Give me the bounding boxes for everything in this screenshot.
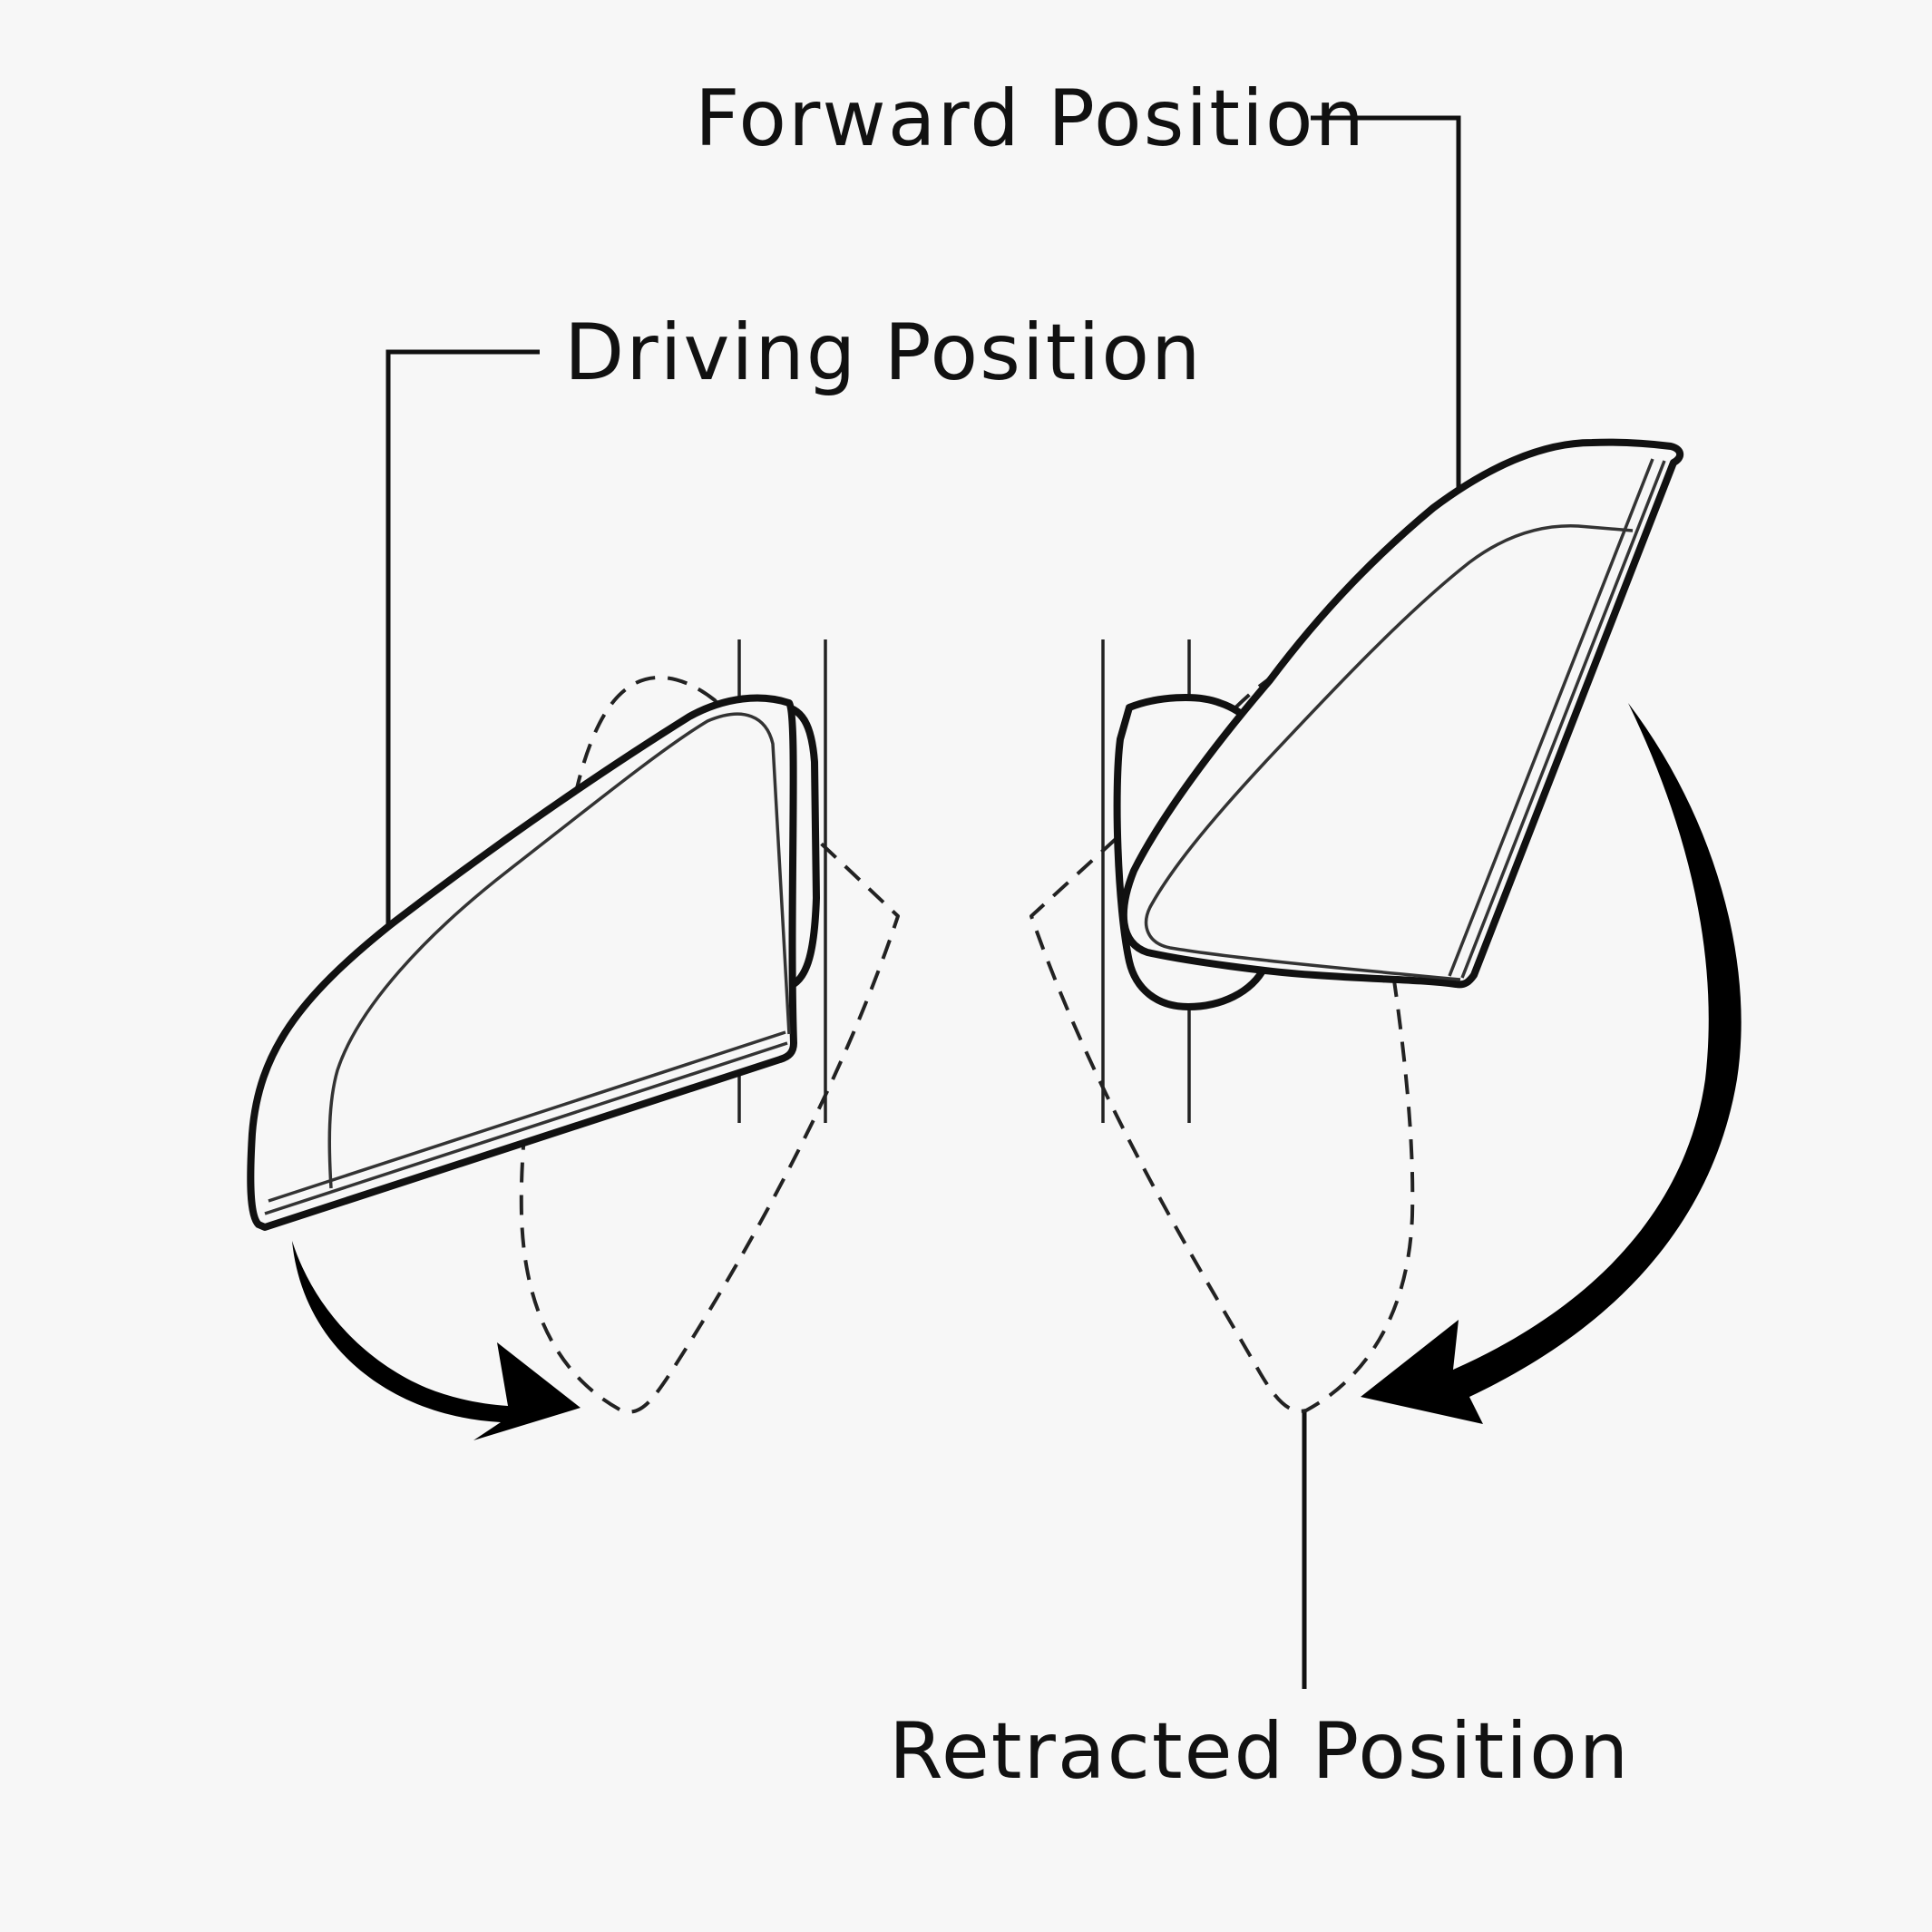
left-mirror-bottom-edge-2 [268, 1030, 786, 1203]
left-mirror-glass-edge [327, 712, 791, 1189]
forward-leader-line [1311, 115, 1461, 503]
right-mirror-side-edge [1460, 460, 1666, 979]
retracted-position-label: Retracted Position [889, 1706, 1630, 1797]
forward-position-label: Forward Position [695, 73, 1366, 164]
left-retracted-outline [519, 675, 900, 1414]
left-mirror-housing [247, 694, 797, 1231]
left-mirror-bottom-edge [264, 1041, 788, 1215]
right-mirror-glass-edge [1144, 524, 1634, 981]
left-fold-arrow-icon [292, 1241, 581, 1440]
right-fold-arrow-icon [1361, 703, 1742, 1424]
driving-position-label: Driving Position [564, 307, 1203, 398]
driving-leader-line [385, 349, 540, 934]
right-mirror-housing [1119, 438, 1684, 989]
right-mirror-forward [1029, 438, 1684, 1413]
left-mirror-driving [247, 639, 900, 1414]
right-mirror-side-edge-2 [1448, 458, 1654, 977]
